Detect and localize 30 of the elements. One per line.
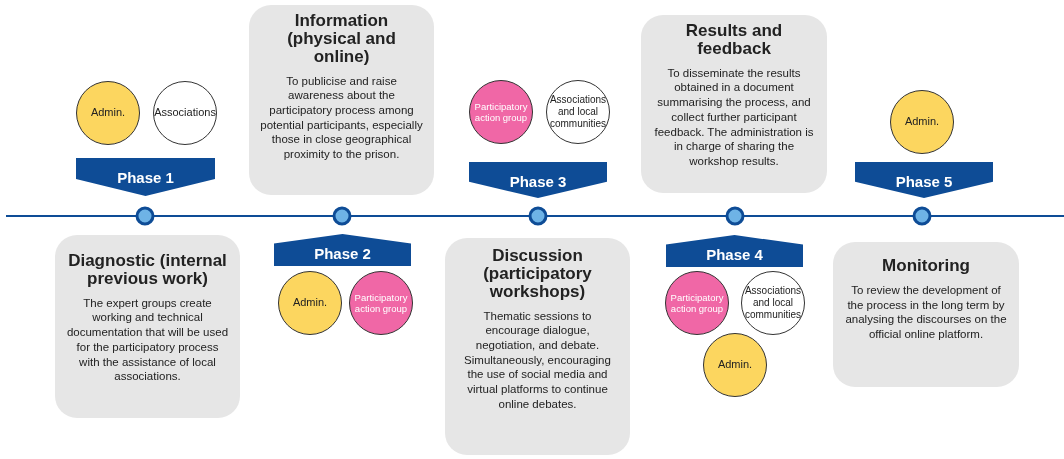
card-heading: Monitoring	[881, 257, 971, 275]
phase-banner: Phase 5	[855, 162, 993, 198]
card-text: The expert groups create working and technical documentation that will be used for the participatory process with the assistance of local associations.	[65, 295, 230, 384]
card-text: Thematic sessions to encourage dialogue, negotiation, and debate. Simultaneously, encouraging the use of social media and virtual platforms to continue online debates.	[463, 308, 612, 412]
card-heading: Results and feedback	[684, 22, 784, 58]
phase-card	[249, 5, 434, 195]
phase-card	[445, 238, 630, 455]
card-text: To publicise and raise awareness about the participatory process among potential participants, especially those in close geographical proximity to the prison.	[259, 73, 424, 162]
role-circle: Associations and local communities	[741, 271, 805, 335]
role-circle: Admin.	[890, 90, 954, 154]
card-heading: Diagnostic (internal previous work)	[67, 252, 228, 288]
role-circle: Admin.	[278, 271, 342, 335]
role-circle: Associations	[153, 81, 217, 145]
phase-banner: Phase 2	[274, 234, 411, 266]
role-circle: Admin.	[76, 81, 140, 145]
card-text: To review the development of the process in the long term by analysing the discourses on the official online platform.	[844, 282, 1008, 342]
card-heading: Information (physical and online)	[286, 12, 397, 66]
phase-card	[55, 235, 240, 418]
card-heading: Discussion (participatory workshops)	[482, 247, 593, 301]
role-circle: Participatory action group	[665, 271, 729, 335]
phase-card	[833, 242, 1019, 387]
role-circle: Admin.	[703, 333, 767, 397]
phase-banner: Phase 3	[469, 162, 607, 198]
phase-card	[641, 15, 827, 193]
role-circle: Associations and local communities	[546, 80, 610, 144]
phase-banner: Phase 1	[76, 158, 215, 196]
role-circle: Participatory action group	[349, 271, 413, 335]
card-text: To disseminate the results obtained in a document summarising the process, and collect further participant feedback. The administration is in charge of sharing the workshop results.	[653, 65, 815, 169]
role-circle: Participatory action group	[469, 80, 533, 144]
phase-banner: Phase 4	[666, 235, 803, 267]
